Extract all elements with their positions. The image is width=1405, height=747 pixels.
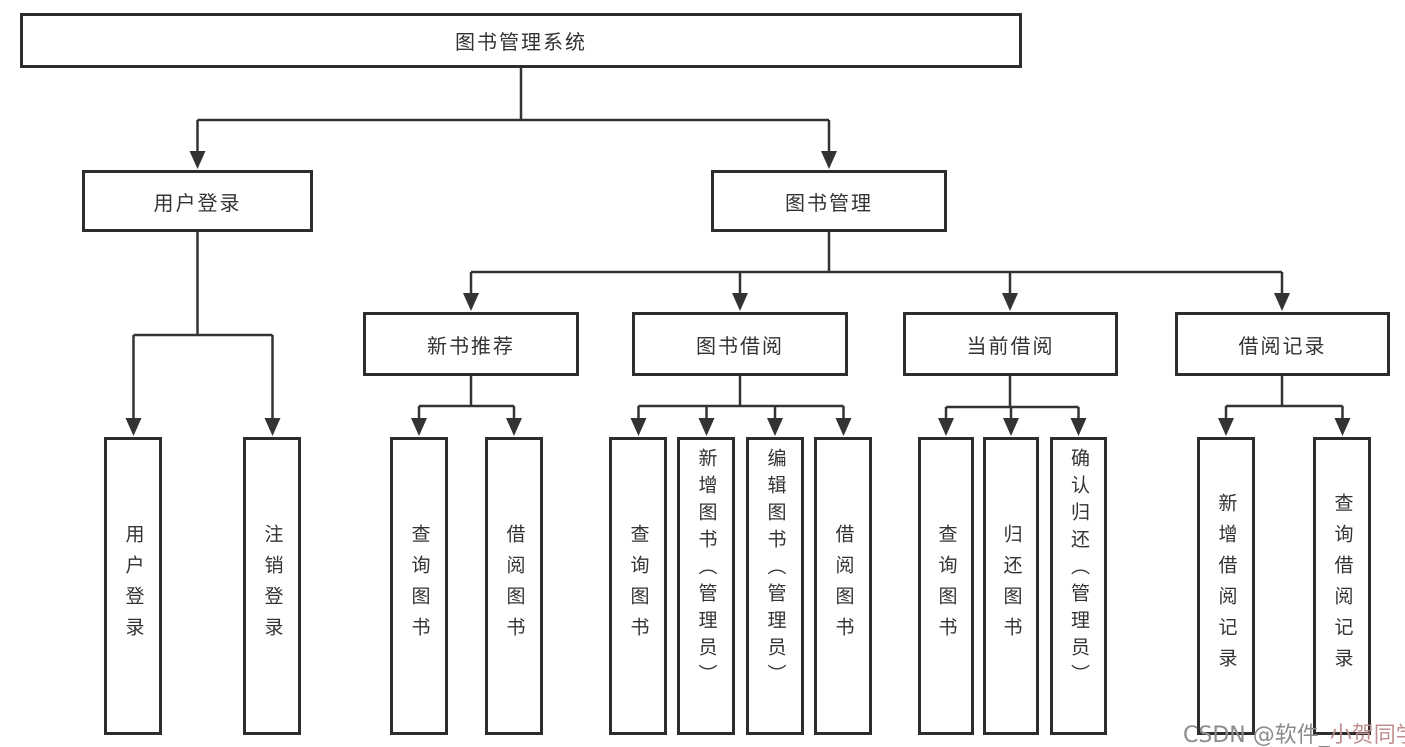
leaf-borrow-books: 借阅图书 [485, 437, 543, 735]
leaf-label: 查询图书 [935, 524, 958, 648]
leaf-edit-books-admin: 编辑图书（管理员） [746, 437, 804, 735]
leaf-user-login: 用户登录 [104, 437, 162, 735]
leaf-add-books-admin: 新增图书（管理员） [677, 437, 735, 735]
leaf-label: 借阅图书 [832, 524, 855, 648]
leaf-return-books: 归还图书 [983, 437, 1039, 735]
leaf-label: 归还图书 [1000, 524, 1023, 648]
leaf-label: 查询图书 [627, 524, 650, 648]
node-current-borrow: 当前借阅 [903, 312, 1118, 376]
leaf-confirm-return-admin: 确认归还（管理员） [1050, 437, 1107, 735]
node-library-management-system: 图书管理系统 [20, 13, 1022, 68]
leaf-borrow-books: 借阅图书 [814, 437, 872, 735]
node-borrow-records: 借阅记录 [1175, 312, 1390, 376]
leaf-label: 注销登录 [261, 524, 284, 648]
leaf-query-books: 查询图书 [609, 437, 667, 735]
node-book-management: 图书管理 [711, 170, 947, 232]
leaf-label: 新增图书（管理员） [695, 448, 718, 691]
node-new-book-recommend: 新书推荐 [363, 312, 579, 376]
leaf-query-books: 查询图书 [918, 437, 974, 735]
leaf-label: 查询图书 [408, 524, 431, 648]
leaf-query-books: 查询图书 [390, 437, 448, 735]
leaf-label: 查询借阅记录 [1331, 493, 1354, 679]
leaf-label: 新增借阅记录 [1215, 493, 1238, 679]
node-user-login: 用户登录 [82, 170, 313, 232]
leaf-query-borrow-record: 查询借阅记录 [1313, 437, 1371, 735]
leaf-label: 用户登录 [122, 524, 145, 648]
leaf-logout: 注销登录 [243, 437, 301, 735]
leaf-add-borrow-record: 新增借阅记录 [1197, 437, 1255, 735]
node-book-borrow: 图书借阅 [632, 312, 848, 376]
leaf-label: 确认归还（管理员） [1068, 448, 1090, 691]
leaf-label: 借阅图书 [503, 524, 526, 648]
arrowheads [125, 151, 1351, 436]
leaf-label: 编辑图书（管理员） [764, 448, 787, 691]
